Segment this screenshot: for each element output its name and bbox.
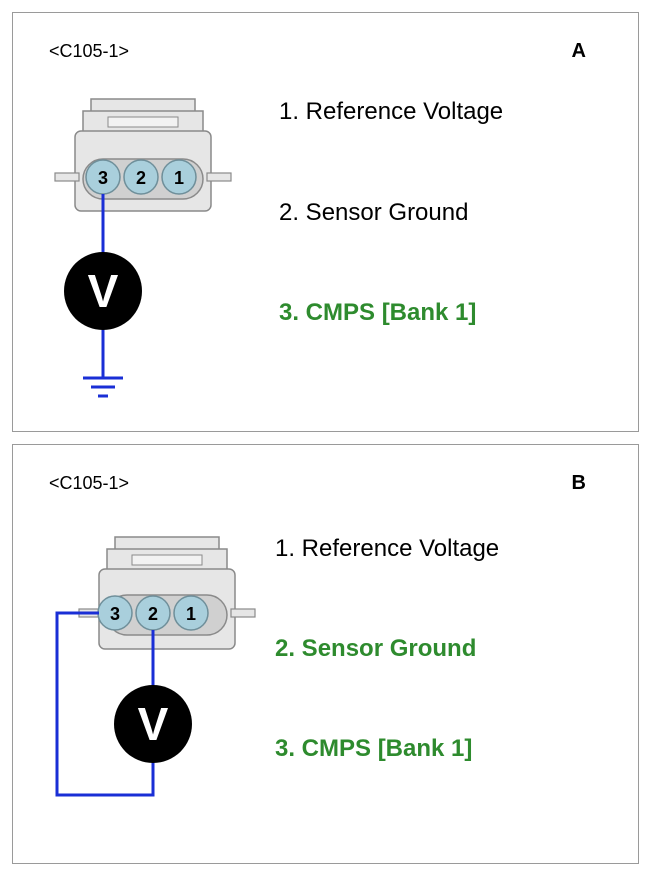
pin-number-1-b: 1 [186,604,196,624]
pin-number-3-a: 3 [98,168,108,188]
panel-a: <C105-1> A 3 2 1 V [12,12,639,432]
pin-1-a: 1 [161,159,197,195]
voltmeter-symbol-a: V [88,265,119,317]
ground-symbol-icon [83,376,123,398]
connector-icon [78,536,256,650]
panel-b: <C105-1> B 3 2 1 V 1 [12,444,639,864]
pin-2-b: 2 [135,595,171,631]
pin-2-a: 2 [123,159,159,195]
pin-number-1-a: 1 [174,168,184,188]
pin-label-3-b: 3. CMPS [Bank 1] [275,735,473,762]
pin-label-3-a: 3. CMPS [Bank 1] [279,299,477,326]
panel-letter-a: A [571,40,586,62]
panel-letter-b: B [571,472,586,494]
voltmeter-icon: V [64,252,142,330]
wire-pin3-meter-b [55,611,155,797]
pin-label-2-b: 2. Sensor Ground [275,635,477,662]
pin-label-1-a: 1. Reference Voltage [279,98,504,125]
wiring-diagram-a: 3 2 1 V [54,98,232,398]
pin-3-a: 3 [85,159,121,195]
connector-id-a: <C105-1> [49,41,130,61]
connector-id-b: <C105-1> [49,473,130,493]
pin-1-b: 1 [173,595,209,631]
pin-label-2-a: 2. Sensor Ground [279,199,469,226]
pin-number-2-b: 2 [148,604,158,624]
pin-label-1-b: 1. Reference Voltage [275,535,500,562]
pin-number-3-b: 3 [110,604,120,624]
pin-3-b: 3 [97,595,133,631]
wiring-diagram-b: 3 2 1 V [55,536,256,797]
voltmeter-symbol-b: V [138,698,169,750]
voltmeter-icon: V [114,685,192,763]
pin-number-2-a: 2 [136,168,146,188]
